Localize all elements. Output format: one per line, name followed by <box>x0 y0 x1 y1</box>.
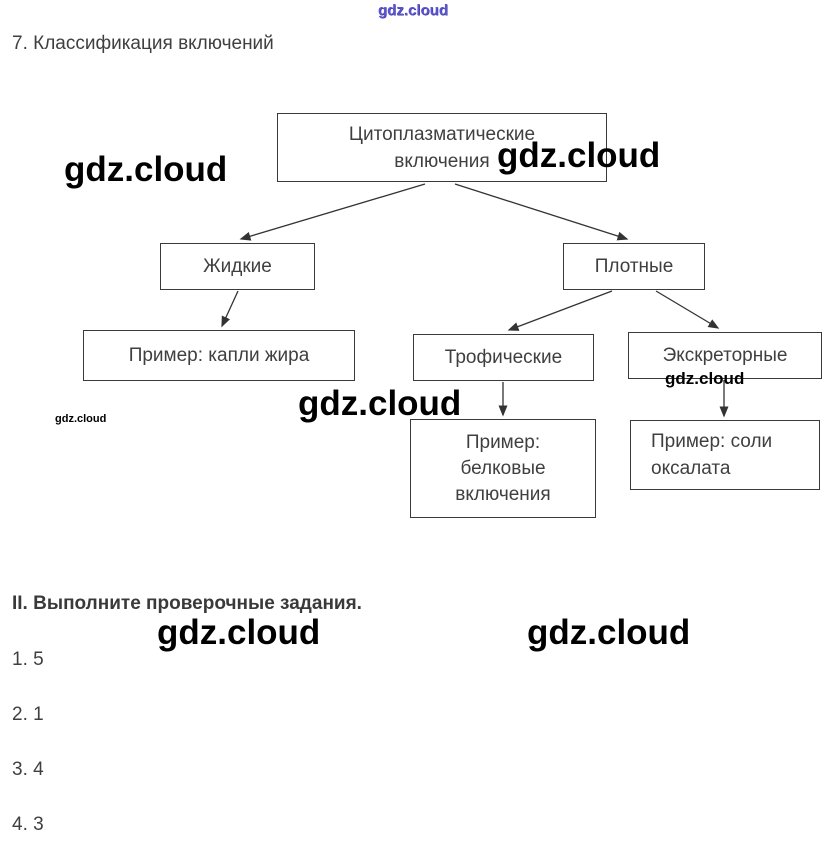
answers-list: 1. 5 2. 1 3. 4 4. 3 <box>12 650 44 835</box>
watermark-middle: gdz.cloud <box>298 384 462 423</box>
node-dense: Плотные <box>563 243 705 290</box>
arrow-dense-to-excretory <box>655 290 720 329</box>
answer-item-2: 2. 1 <box>12 704 44 725</box>
watermark-tiny-left: gdz.cloud <box>55 413 107 425</box>
answer-item-3: 3. 4 <box>12 759 44 780</box>
arrow-root-to-liquid <box>239 183 426 241</box>
section-heading-classification: 7. Классификация включений <box>12 33 274 54</box>
watermark-small-right: gdz.cloud <box>665 369 745 388</box>
arrow-root-to-dense <box>454 183 629 241</box>
watermark-bottom-right: gdz.cloud <box>527 613 691 652</box>
node-trophic: Трофические <box>413 334 594 381</box>
answer-item-1: 1. 5 <box>12 649 44 670</box>
watermark-top: gdz.cloud <box>378 2 448 19</box>
arrow-liquid-to-example <box>221 290 239 328</box>
watermark-right: gdz.cloud <box>497 136 661 175</box>
node-liquid: Жидкие <box>160 243 315 290</box>
arrow-dense-to-trophic <box>507 290 613 331</box>
answer-item-4: 4. 3 <box>12 814 44 835</box>
node-excretory-example: Пример: соли оксалата <box>630 420 820 490</box>
node-liquid-example: Пример: капли жира <box>83 330 355 381</box>
watermark-bottom-left: gdz.cloud <box>157 613 321 652</box>
section-heading-tasks: II. Выполните проверочные задания. <box>12 593 362 614</box>
node-excretory: Экскреторные <box>628 332 822 379</box>
node-cytoplasmic-inclusions: Цитоплазматические включения <box>277 113 607 182</box>
node-trophic-example: Пример: белковые включения <box>410 419 596 518</box>
watermark-left: gdz.cloud <box>64 150 228 189</box>
